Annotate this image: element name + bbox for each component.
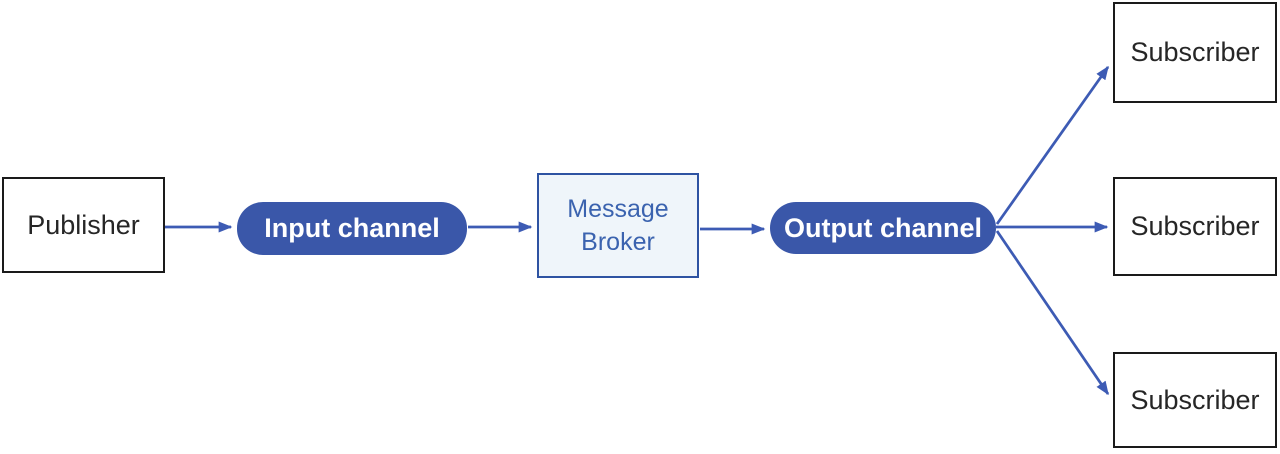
node-subscriber-1: Subscriber bbox=[1113, 2, 1277, 103]
node-subscriber-3: Subscriber bbox=[1113, 352, 1277, 448]
arrow-output-channel-to-subscriber-bottom bbox=[995, 230, 1110, 396]
node-message-broker: Message Broker bbox=[537, 173, 699, 278]
subscriber-label: Subscriber bbox=[1130, 211, 1260, 241]
publisher-label: Publisher bbox=[27, 209, 140, 240]
output-channel-label: Output channel bbox=[784, 212, 982, 243]
node-subscriber-2: Subscriber bbox=[1113, 177, 1277, 276]
arrow-output-channel-to-subscriber-top bbox=[995, 65, 1110, 225]
node-output-channel: Output channel bbox=[770, 202, 996, 254]
node-publisher: Publisher bbox=[2, 177, 165, 273]
subscriber-label: Subscriber bbox=[1130, 384, 1260, 415]
message-broker-label: Message Broker bbox=[567, 194, 669, 256]
subscriber-label: Subscriber bbox=[1130, 37, 1260, 67]
node-input-channel: Input channel bbox=[237, 202, 467, 255]
input-channel-label: Input channel bbox=[264, 213, 440, 243]
